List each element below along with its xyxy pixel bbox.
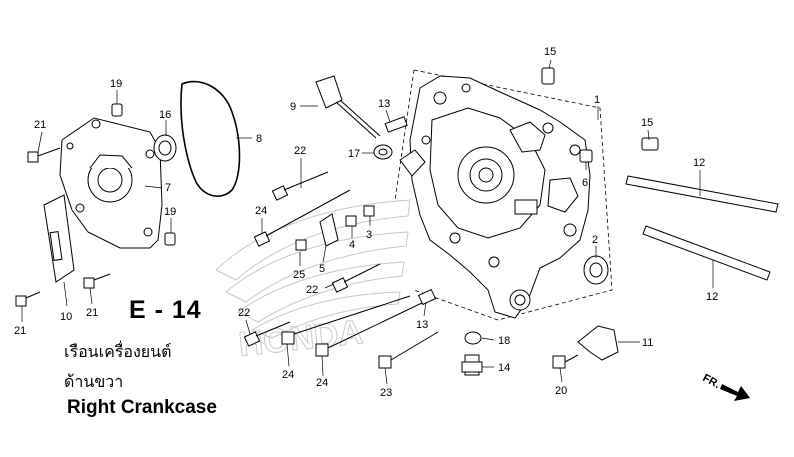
callout-22a: 22 xyxy=(294,145,306,157)
callout-1: 1 xyxy=(594,94,600,106)
callout-21c: 21 xyxy=(86,307,98,319)
callout-5: 5 xyxy=(319,263,325,275)
long-studs xyxy=(626,176,778,280)
bolt-top xyxy=(374,117,407,159)
callout-23: 23 xyxy=(380,387,392,399)
thai-title-line1: เรือนเครื่องยนต์ xyxy=(64,342,172,361)
bracket xyxy=(578,326,618,360)
callout-22b: 22 xyxy=(306,284,318,296)
bolt-20 xyxy=(553,355,578,368)
callout-4: 4 xyxy=(349,239,355,251)
side-cover xyxy=(60,118,162,248)
bearing xyxy=(584,256,608,284)
callout-9: 9 xyxy=(290,101,296,113)
callout-7: 7 xyxy=(165,182,171,194)
callout-13a: 13 xyxy=(378,98,390,110)
callout-15a: 15 xyxy=(544,46,556,58)
bolts xyxy=(16,148,438,368)
callout-20: 20 xyxy=(555,385,567,397)
callout-22c: 22 xyxy=(238,307,250,319)
callout-10: 10 xyxy=(60,311,72,323)
front-arrow-icon xyxy=(720,384,750,401)
page-code: E - 14 xyxy=(129,296,202,324)
callout-18: 18 xyxy=(498,335,510,347)
dowel-6 xyxy=(580,150,592,162)
callout-11: 11 xyxy=(642,337,653,349)
oil-seal xyxy=(154,135,176,161)
callout-19a: 19 xyxy=(110,78,122,90)
callout-24c: 24 xyxy=(316,377,328,389)
gasket xyxy=(44,195,74,282)
callout-3: 3 xyxy=(366,229,372,241)
callout-16: 16 xyxy=(159,109,171,121)
english-title: Right Crankcase xyxy=(67,397,217,418)
callout-21a: 21 xyxy=(34,119,46,131)
callout-24b: 24 xyxy=(282,369,294,381)
front-direction-indicator: FR. xyxy=(701,372,750,401)
front-label: FR. xyxy=(701,372,722,391)
dowels-15 xyxy=(542,68,658,150)
callout-19b: 19 xyxy=(164,206,176,218)
callout-21b: 21 xyxy=(14,325,26,337)
callout-13b: 13 xyxy=(416,319,428,331)
callout-6: 6 xyxy=(582,177,588,189)
callout-24a: 24 xyxy=(255,205,267,217)
leader-lines xyxy=(21,59,714,385)
callout-14: 14 xyxy=(498,362,510,374)
callout-labels: 1 2 3 4 5 6 7 8 9 10 11 12 12 13 13 14 1… xyxy=(14,46,718,399)
callout-25: 25 xyxy=(293,269,305,281)
callout-15b: 15 xyxy=(641,117,653,129)
callout-8: 8 xyxy=(256,133,262,145)
crankcase-outline xyxy=(394,69,613,321)
o-ring xyxy=(181,82,240,197)
callout-17: 17 xyxy=(348,148,360,160)
drain-bolt xyxy=(462,332,482,375)
right-crankcase xyxy=(400,76,590,318)
dipstick xyxy=(316,76,380,138)
callout-12a: 12 xyxy=(693,157,705,169)
callout-12b: 12 xyxy=(706,291,718,303)
callout-2: 2 xyxy=(592,234,598,246)
thai-title-line2: ด้านขวา xyxy=(64,372,124,391)
